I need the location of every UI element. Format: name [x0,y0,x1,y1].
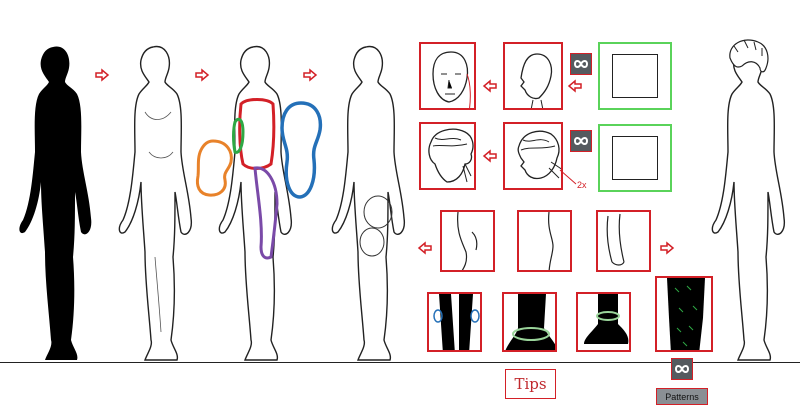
infinity-loop-button[interactable] [570,53,592,75]
head-profile-panel [503,42,563,110]
final-figure [711,39,786,361]
head-sketch-icon [432,51,471,108]
torso-side-sketch-icon [547,212,554,270]
leg-pattern-panel [655,276,713,352]
infinity-loop-button[interactable] [671,358,693,380]
torso-sketch-icon [457,212,478,270]
torso-back-panel [440,210,495,272]
right-arrow-icon [303,68,318,82]
left-arrow-icon [482,149,497,163]
left-arrow-icon [417,241,432,255]
blue-outline-shape [280,101,323,199]
head-detail-panel [419,42,476,110]
neck-pattern-icon [505,294,555,350]
silhouette-figure [19,46,92,360]
multiplier-note: 2x [577,180,587,190]
construction-figure [331,45,406,361]
blank-green-panel [598,42,672,110]
hair-profile-panel [503,122,563,190]
infinity-loop-icon [674,365,690,373]
pointer-line [559,169,577,185]
right-arrow-icon [95,68,110,82]
right-arrow-icon [660,241,675,255]
hair-detail-panel [419,122,476,190]
blank-green-panel [598,124,672,192]
left-arrow-icon [567,79,582,93]
wrist-pattern-panel [427,292,482,352]
hair-sketch-icon [428,128,474,183]
ground-line [0,362,800,363]
colored-parts-figure [218,45,293,361]
tips-label: Tips [505,369,556,399]
torso-arm-panel [596,210,651,272]
leg-pattern-icon [667,278,705,350]
head-profile-sketch-icon [520,53,553,108]
infinity-loop-icon [573,137,589,145]
left-arrow-icon [482,79,497,93]
wrist-pattern-icon [433,294,480,350]
right-arrow-icon [195,68,210,82]
hair-profile-sketch-icon [517,130,561,180]
infinity-loop-icon [573,60,589,68]
torso-side-panel [517,210,572,272]
infinity-loop-button[interactable] [570,130,592,152]
line-art-figure [118,45,193,361]
arm-sketch-icon [606,213,625,266]
patterns-button[interactable]: Patterns [656,388,708,405]
orange-outline-shape [195,139,233,197]
ankle-pattern-icon [584,294,629,344]
ankle-pattern-panel [576,292,631,352]
neck-pattern-panel [502,292,557,352]
